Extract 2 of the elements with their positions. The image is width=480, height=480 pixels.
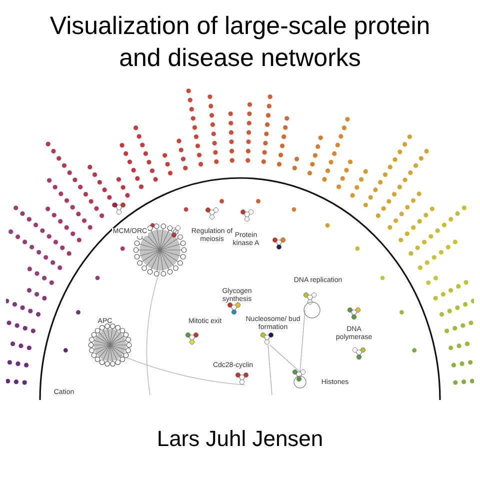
author-name: Lars Juhl Jensen (156, 425, 324, 453)
title: Visualization of large-scale protein and disease networks (48, 11, 432, 74)
